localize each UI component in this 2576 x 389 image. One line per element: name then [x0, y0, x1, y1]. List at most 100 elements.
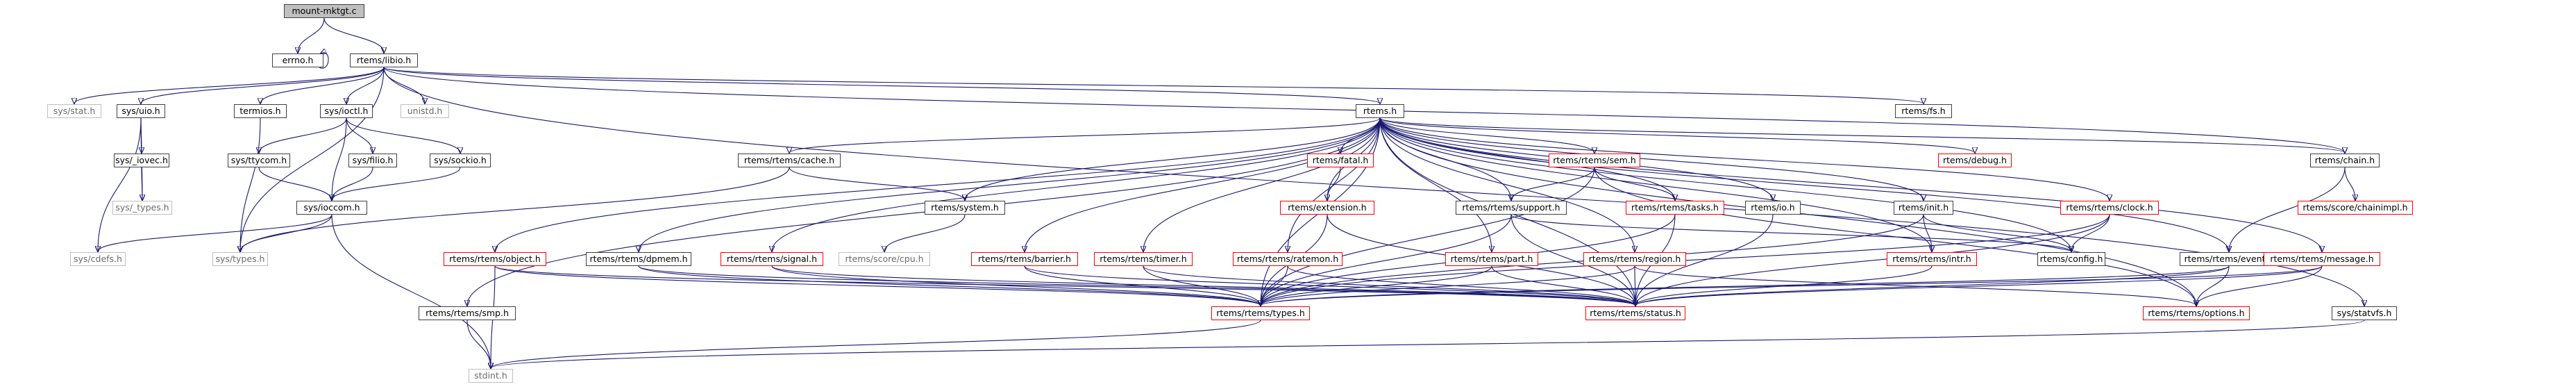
node-barrier[interactable]: rtems/rtems/barrier.h	[971, 252, 1078, 266]
node-chainimpl[interactable]: rtems/score/chainimpl.h	[2298, 201, 2413, 215]
edge-errno-errno	[319, 53, 329, 69]
edge-clock-config	[2071, 214, 2110, 251]
node-ratemon[interactable]: rtems/rtems/ratemon.h	[1233, 252, 1342, 266]
node-object[interactable]: rtems/rtems/object.h	[444, 252, 546, 266]
node-timer[interactable]: rtems/rtems/timer.h	[1094, 252, 1193, 266]
edge-support-config	[1510, 214, 2071, 251]
node-termios[interactable]: termios.h	[234, 104, 287, 118]
edge-system-cpu	[884, 214, 966, 251]
edge-rtems-sem	[1379, 117, 1594, 153]
node-systtycom[interactable]: sys/ttycom.h	[228, 154, 290, 167]
node-config[interactable]: rtems/config.h	[2037, 252, 2105, 266]
edge-ioccom-stdint	[331, 214, 491, 368]
node-init[interactable]: rtems/init.h	[1894, 201, 1953, 215]
node-tasks[interactable]: rtems/rtems/tasks.h	[1626, 201, 1724, 215]
node-root[interactable]: mount-mktgt.c	[284, 4, 364, 18]
edge-intr-status	[1635, 265, 1933, 306]
node-cpu[interactable]: rtems/score/cpu.h	[839, 252, 930, 266]
edge-sysioctl-ioccom	[332, 117, 347, 200]
edge-part-status	[1491, 265, 1635, 306]
edge-root-libio	[323, 17, 384, 53]
edge-cache-systypes	[240, 167, 790, 251]
edge-rtems-region	[1379, 117, 1635, 251]
edge-message-types	[1261, 265, 2323, 306]
edge-event-types	[1261, 265, 2230, 306]
edge-message-status	[1635, 265, 2323, 306]
edge-object-status	[494, 265, 1635, 306]
node-dpmem[interactable]: rtems/rtems/dpmem.h	[586, 252, 691, 266]
node-types[interactable]: rtems/rtems/types.h	[1211, 306, 1310, 320]
edge-rtems-config	[1379, 117, 2071, 251]
edge-types-stdint	[491, 320, 1261, 368]
edge-libio-sysuio	[141, 67, 385, 104]
node-sysuio[interactable]: sys/uio.h	[117, 104, 165, 118]
edge-rtems-part	[1379, 117, 1492, 251]
node-options[interactable]: rtems/rtems/options.h	[2143, 306, 2250, 320]
node-systypes_[interactable]: sys/_types.h	[112, 201, 172, 215]
node-message[interactable]: rtems/rtems/message.h	[2264, 252, 2380, 266]
node-status[interactable]: rtems/rtems/status.h	[1585, 306, 1685, 320]
node-iovec[interactable]: sys/_iovec.h	[114, 154, 169, 167]
node-sem[interactable]: rtems/rtems/sem.h	[1549, 154, 1640, 167]
edge-libio-systypes	[240, 67, 385, 251]
node-sysstat[interactable]: sys/stat.h	[47, 104, 101, 118]
edge-fatal-extension	[1327, 167, 1341, 200]
edge-rtems-intr	[1379, 117, 1932, 251]
edge-sysioctl-syssockio	[346, 117, 460, 153]
edge-region-options	[1634, 265, 2196, 306]
edge-init-config	[1923, 214, 2071, 251]
edge-rtems-message	[1379, 117, 2322, 251]
node-intr[interactable]: rtems/rtems/intr.h	[1887, 252, 1977, 266]
node-clock[interactable]: rtems/rtems/clock.h	[2060, 201, 2159, 215]
node-system[interactable]: rtems/system.h	[925, 201, 1005, 215]
node-extension[interactable]: rtems/extension.h	[1280, 201, 1374, 215]
edge-syssockio-ioccom	[332, 167, 461, 200]
node-io[interactable]: rtems/io.h	[1745, 201, 1801, 215]
edge-barrier-types	[1024, 265, 1261, 306]
node-cdefs[interactable]: sys/cdefs.h	[70, 252, 126, 266]
node-support[interactable]: rtems/rtems/support.h	[1456, 201, 1567, 215]
edge-sysioctl-sysfilio	[346, 117, 373, 153]
edge-rtems-object	[495, 117, 1381, 251]
edge-smp-stdint	[466, 320, 491, 368]
edge-signal-status	[771, 265, 1635, 306]
node-stdint[interactable]: stdint.h	[469, 369, 513, 383]
node-errno[interactable]: errno.h	[272, 53, 323, 67]
node-systypes[interactable]: sys/types.h	[212, 252, 268, 266]
edge-ioccom-cdefs	[98, 214, 332, 251]
edge-rtems-event	[1379, 117, 2229, 251]
edge-libio-sysstat	[74, 67, 385, 104]
edge-sysuio-cdefs	[98, 117, 142, 251]
edge-dpmem-status	[638, 265, 1635, 306]
edge-rtems-signal	[772, 117, 1381, 251]
edge-sem-support	[1511, 167, 1595, 200]
node-fs[interactable]: rtems/fs.h	[1895, 104, 1952, 118]
edge-libio-sysioctl	[346, 67, 385, 104]
edge-sem-types	[1261, 167, 1595, 306]
node-ioccom[interactable]: sys/ioccom.h	[296, 201, 367, 215]
node-rtems[interactable]: rtems.h	[1356, 104, 1404, 118]
node-smp[interactable]: rtems/rtems/smp.h	[419, 306, 516, 320]
node-syssockio[interactable]: sys/sockio.h	[430, 154, 491, 167]
edge-rtems-chain	[1379, 117, 2345, 153]
edge-rtems-cache	[789, 117, 1381, 153]
node-chain[interactable]: rtems/chain.h	[2310, 154, 2380, 167]
node-part[interactable]: rtems/rtems/part.h	[1445, 252, 1538, 266]
edge-timer-status	[1143, 265, 1635, 306]
node-sysioctl[interactable]: sys/ioctl.h	[320, 104, 373, 118]
node-sysfilio[interactable]: sys/filio.h	[348, 154, 397, 167]
node-fatal[interactable]: rtems/fatal.h	[1307, 154, 1374, 167]
node-signal[interactable]: rtems/rtems/signal.h	[721, 252, 823, 266]
node-statvfs[interactable]: sys/statvfs.h	[2332, 306, 2397, 320]
edge-init-intr	[1923, 214, 1932, 251]
node-libio[interactable]: rtems/libio.h	[350, 53, 418, 67]
edge-message-options	[2196, 265, 2323, 306]
node-region[interactable]: rtems/rtems/region.h	[1583, 252, 1686, 266]
edge-chain-chainimpl	[2344, 167, 2355, 200]
node-unistd[interactable]: unistd.h	[401, 104, 449, 118]
node-event[interactable]: rtems/rtems/event.h	[2180, 252, 2278, 266]
edge-systtycom-ioccom	[258, 167, 332, 200]
node-cache[interactable]: rtems/rtems/cache.h	[738, 154, 841, 167]
node-debug[interactable]: rtems/debug.h	[1938, 154, 2012, 167]
